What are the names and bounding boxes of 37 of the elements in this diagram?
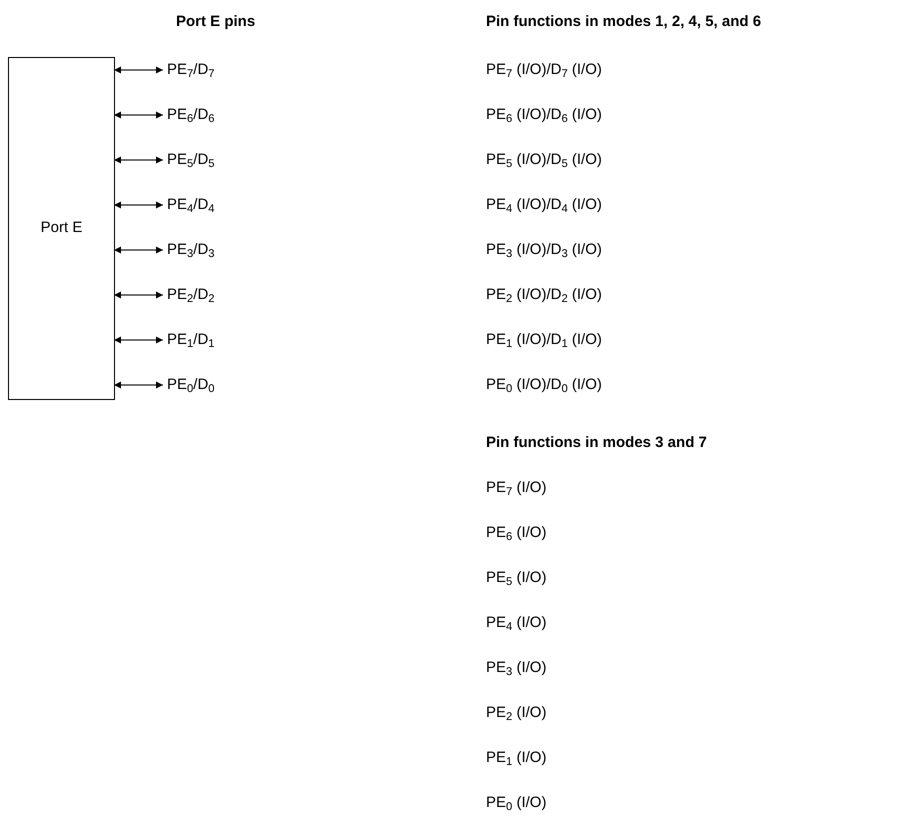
pin-function-text: PE$_{0}$ (I/O)	[486, 793, 546, 813]
double-arrow	[114, 66, 164, 74]
pin-function-text: PE$_{1}$ (I/O)/D$_{1}$ (I/O)	[486, 330, 602, 350]
pin-function-text: PE$_{2}$ (I/O)	[486, 703, 546, 723]
pin-function-text: PE$_{4}$ (I/O)	[486, 613, 546, 633]
pin-function-text: PE$_{6}$ (I/O)	[486, 523, 546, 543]
pin-label: PE$_{4}$/D$_{4}$	[167, 195, 215, 215]
double-arrow	[114, 112, 164, 118]
column-heading: Pin functions in modes 1, 2, 4, 5, and 6	[486, 12, 762, 32]
pin-function-text: PE$_{5}$ (I/O)	[486, 568, 546, 588]
block-label: Port E	[40, 218, 82, 238]
pin-function-text: PE$_{4}$ (I/O)/D$_{4}$ (I/O)	[486, 195, 602, 215]
double-arrow	[114, 336, 164, 344]
pin-function-text: PE$_{1}$ (I/O)	[486, 748, 546, 768]
pin-function-text: PE$_{2}$ (I/O)/D$_{2}$ (I/O)	[486, 285, 602, 305]
double-arrow	[114, 156, 164, 164]
pin-label: PE$_{0}$/D$_{0}$	[167, 375, 215, 395]
pin-function-text: PE$_{3}$ (I/O)/D$_{3}$ (I/O)	[486, 240, 602, 260]
column-heading: Pin functions in modes 3 and 7	[486, 433, 707, 453]
pin-function-text: PE$_{6}$ (I/O)/D$_{6}$ (I/O)	[486, 105, 602, 125]
pin-label: PE$_{2}$/D$_{2}$	[167, 285, 215, 305]
double-arrow	[114, 382, 164, 388]
pin-label: PE$_{1}$/D$_{1}$	[167, 330, 215, 350]
double-arrow	[114, 202, 164, 208]
column-heading: Port E pins	[176, 12, 256, 32]
pin-label: PE$_{7}$/D$_{7}$	[167, 60, 215, 80]
port-block	[8, 57, 115, 400]
double-arrow	[114, 246, 164, 254]
pin-function-text: PE$_{0}$ (I/O)/D$_{0}$ (I/O)	[486, 375, 602, 395]
pin-function-text: PE$_{7}$ (I/O)	[486, 478, 546, 498]
pin-function-text: PE$_{5}$ (I/O)/D$_{5}$ (I/O)	[486, 150, 602, 170]
pin-function-text: PE$_{3}$ (I/O)	[486, 658, 546, 678]
pin-label: PE$_{3}$/D$_{3}$	[167, 240, 215, 260]
pin-function-text: PE$_{7}$ (I/O)/D$_{7}$ (I/O)	[486, 60, 602, 80]
pin-label: PE$_{6}$/D$_{6}$	[167, 105, 215, 125]
double-arrow	[114, 292, 164, 298]
pin-label: PE$_{5}$/D$_{5}$	[167, 150, 215, 170]
